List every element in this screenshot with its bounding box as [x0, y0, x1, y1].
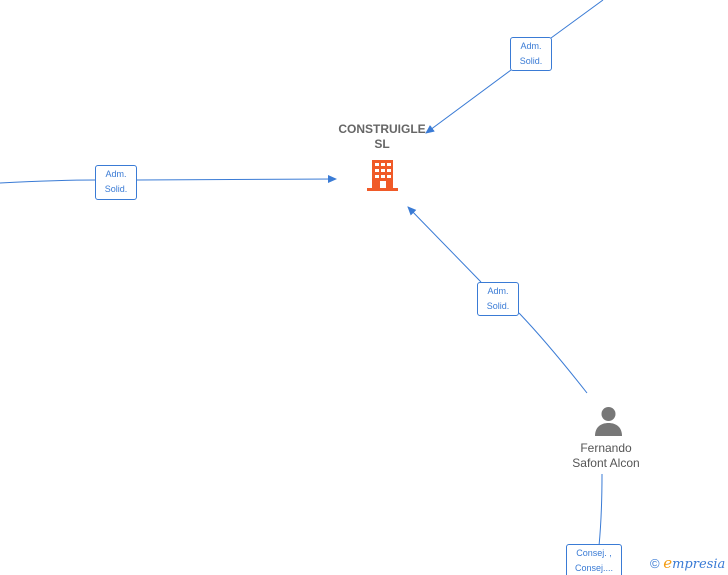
company-name-line2: SL: [374, 137, 390, 151]
relation-line2: Solid.: [519, 56, 543, 66]
relation-line1: Adm.: [487, 286, 509, 296]
person-name-line1: Fernando: [580, 441, 632, 455]
building-icon[interactable]: [366, 158, 399, 192]
copyright-symbol: ©: [650, 556, 660, 571]
person-icon[interactable]: [594, 406, 623, 436]
relation-line1: Adm.: [520, 41, 542, 51]
person-name[interactable]: Fernando Safont Alcon: [556, 441, 656, 471]
edge-top-right: [426, 0, 604, 133]
edge-person-down: [598, 473, 603, 547]
brand-initial: e: [663, 554, 673, 572]
edge-person: [408, 207, 588, 394]
brand-name: mpresia: [672, 557, 726, 572]
watermark: © empresia: [650, 554, 725, 572]
relation-line2: Solid.: [104, 184, 128, 194]
relation-line1: Adm.: [105, 169, 127, 179]
relation-line2: Consej....: [574, 563, 614, 573]
relation-label-person[interactable]: Adm. Solid.: [477, 282, 519, 316]
relation-line2: Solid.: [486, 301, 510, 311]
relation-label-top-right[interactable]: Adm. Solid.: [510, 37, 552, 71]
company-name[interactable]: CONSTRUIGLE SL: [330, 122, 434, 152]
relation-line1: Consej. ,: [576, 548, 612, 558]
edge-left: [0, 179, 336, 183]
relation-label-bottom[interactable]: Consej. , Consej....: [566, 544, 622, 575]
person-name-line2: Safont Alcon: [572, 456, 640, 470]
company-name-line1: CONSTRUIGLE: [338, 122, 426, 136]
relation-label-left[interactable]: Adm. Solid.: [95, 165, 137, 200]
